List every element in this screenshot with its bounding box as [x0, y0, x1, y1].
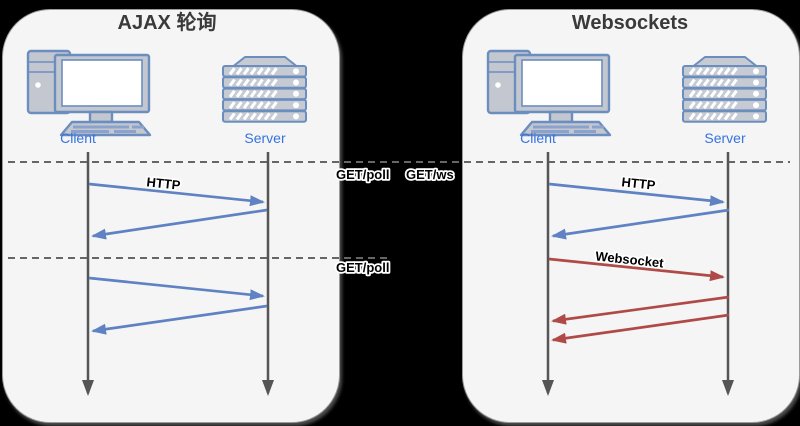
http-response-arrow [91, 304, 268, 335]
ajax-panel-title: AJAX 轮询 [118, 10, 217, 34]
server-rack-icon [683, 57, 766, 122]
http-arrow-label: HTTP [146, 174, 182, 193]
http-response-arrow [551, 208, 730, 240]
client-computer-icon [26, 49, 152, 137]
client-label: Client [60, 130, 96, 146]
get-ws-label: GET/ws [406, 167, 454, 182]
websocket-push-arrow [551, 313, 730, 344]
client-label: Client [520, 130, 556, 146]
http-response-arrow [91, 208, 268, 240]
client-computer-icon [486, 49, 612, 137]
server-rack-icon [223, 57, 306, 122]
get-poll-label: GET/poll [336, 167, 389, 182]
http-request-arrow [88, 182, 265, 207]
websockets-panel-title: Websockets [572, 12, 688, 34]
websocket-push-arrow [551, 295, 730, 325]
http-request-arrow [88, 276, 265, 301]
server-label: Server [704, 130, 746, 146]
get-poll-label: GET/poll [336, 260, 389, 275]
server-label: Server [244, 130, 286, 146]
http-arrow-label: HTTP [621, 174, 657, 193]
websocket-upgrade-arrow [548, 257, 725, 282]
http-request-arrow [548, 182, 725, 207]
